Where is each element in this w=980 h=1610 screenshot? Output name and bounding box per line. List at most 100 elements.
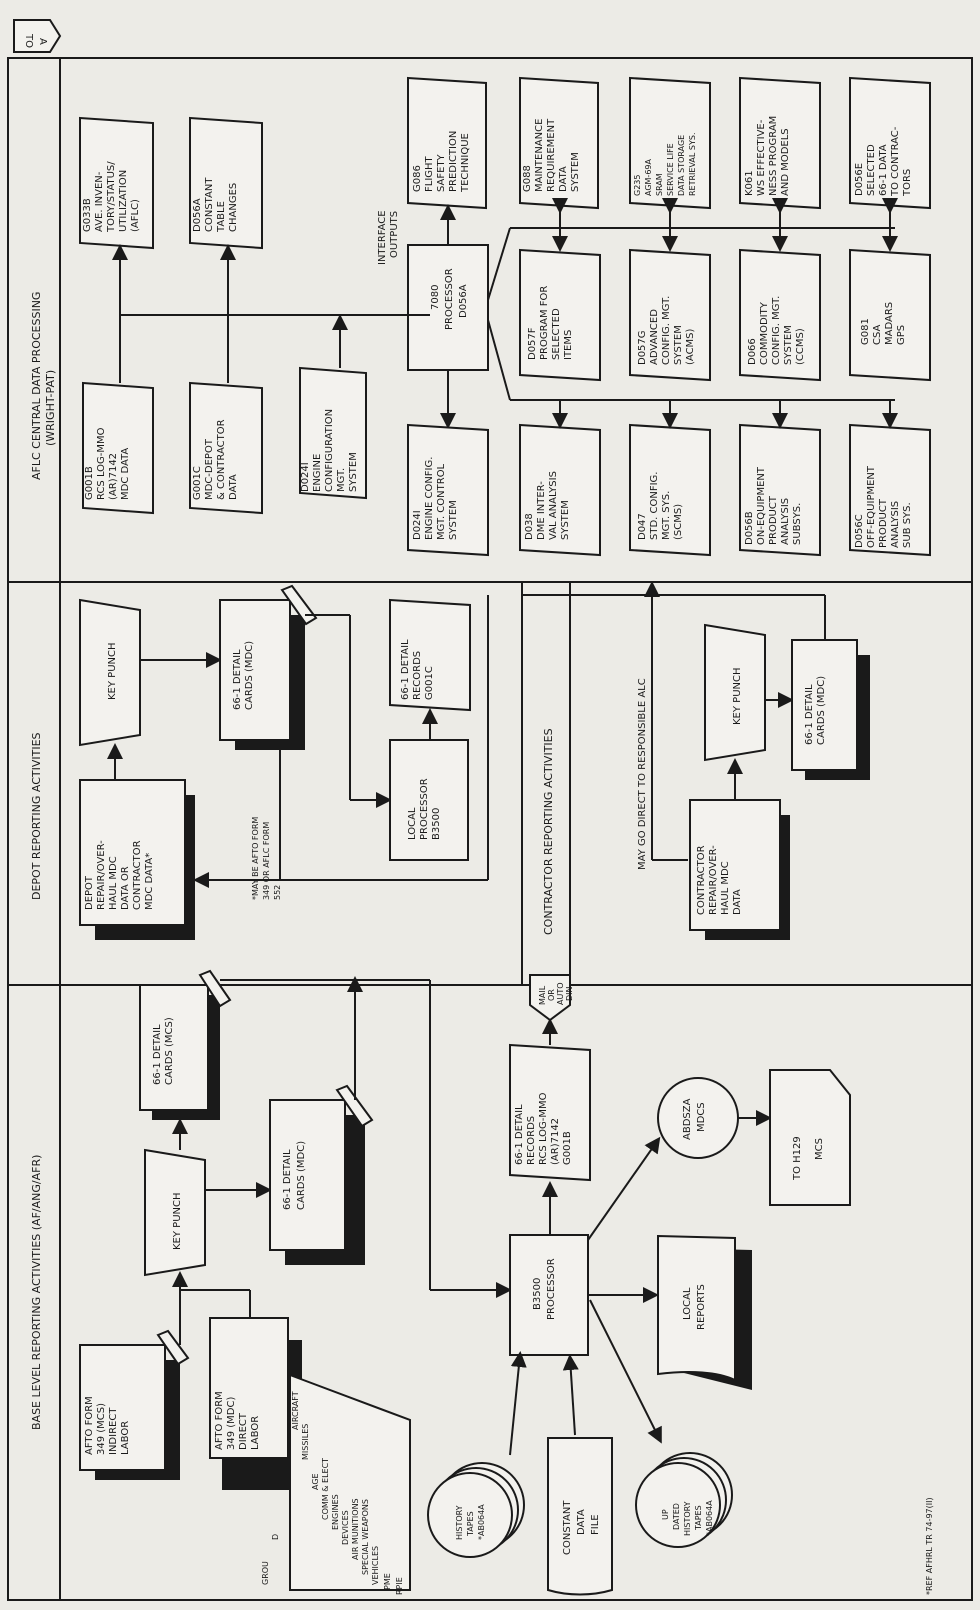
output-d056e: D056E SELECTED 66-1 DATA TO CONTRAC- TOR… xyxy=(849,76,931,210)
depot-cards-deck: 66-1 DETAIL CARDS (MDC) xyxy=(219,584,318,750)
svg-text:LABOR: LABOR xyxy=(120,1421,131,1455)
svg-text:INDIRECT: INDIRECT xyxy=(108,1407,119,1455)
svg-text:UP: UP xyxy=(661,1509,670,1520)
contractor-cards-deck: 66-1 DETAIL CARDS (MDC) xyxy=(791,639,870,780)
base-history-tapes: HISTORY TAPES *AB064A xyxy=(427,1462,525,1558)
svg-text:UTILIZATION: UTILIZATION xyxy=(118,170,129,232)
base-mdcs-disk: ABDSZA MDCS xyxy=(657,1077,739,1159)
depot-data-deck: DEPOT REPAIR/OVER- HAUL MDC DATA OR CONT… xyxy=(79,779,195,940)
svg-text:SELECTED: SELECTED xyxy=(866,144,877,196)
svg-text:ANALYSIS: ANALYSIS xyxy=(780,498,791,545)
svg-text:G001B: G001B xyxy=(84,466,95,500)
svg-text:MADARS: MADARS xyxy=(884,302,895,345)
svg-text:AFTO FORM: AFTO FORM xyxy=(84,1396,95,1455)
svg-text:TECHNIQUE: TECHNIQUE xyxy=(460,133,471,193)
offpage-to: TO xyxy=(23,33,34,48)
svg-text:HAUL MDC: HAUL MDC xyxy=(108,856,119,910)
input-g001b: G001B RCS LOG-MMO (AR)7142 MDC DATA xyxy=(82,381,154,515)
svg-text:SERVICE LIFE: SERVICE LIFE xyxy=(666,143,675,196)
svg-text:KEY PUNCH: KEY PUNCH xyxy=(172,1193,183,1251)
header-contractor: CONTRACTOR REPORTING ACTIVITIES xyxy=(542,728,555,935)
svg-text:66-1 DETAIL: 66-1 DETAIL xyxy=(514,1104,525,1165)
header-depot: DEPOT REPORTING ACTIVITIES xyxy=(30,732,43,900)
base-keypunch: KEY PUNCH xyxy=(144,1148,206,1277)
reference-note: *REF AFHRL TR 74-97(II) xyxy=(925,1497,934,1595)
tab-left-d: D xyxy=(271,1534,280,1540)
svg-text:D047: D047 xyxy=(637,513,648,540)
input-d024i: D024I ENGINE CONFIGURATION MGT. SYSTEM xyxy=(299,366,367,500)
tab-aircraft: AIRCRAFT xyxy=(291,1391,300,1430)
svg-text:MAINTENANCE: MAINTENANCE xyxy=(534,119,545,192)
svg-text:RCS LOG-MMO: RCS LOG-MMO xyxy=(96,427,107,500)
svg-text:OR: OR xyxy=(547,989,556,1001)
svg-text:PRODUCT: PRODUCT xyxy=(768,495,779,545)
svg-text:D038: D038 xyxy=(524,513,535,540)
afto-direct-deck: AFTO FORM 349 (MDC) DIRECT LABOR xyxy=(209,1317,411,1591)
base-processor-b3500: B3500 PROCESSOR xyxy=(509,1234,589,1356)
tab-comm-elect: COMM & ELECT xyxy=(321,1458,330,1520)
svg-text:(CCMS): (CCMS) xyxy=(795,328,806,365)
svg-text:REQUIREMENT: REQUIREMENT xyxy=(546,118,557,192)
output-d047: D047 STD. CONFIG. MGT. SYS. (SCMS) xyxy=(629,423,711,557)
contractor-data-deck: CONTRACTOR REPAIR/OVER- HAUL MDC DATA xyxy=(689,799,790,940)
svg-text:AVE. INVEN-: AVE. INVEN- xyxy=(94,171,105,232)
svg-text:SYSTEM: SYSTEM xyxy=(783,325,794,365)
svg-text:CONFIG. MGT.: CONFIG. MGT. xyxy=(771,296,782,365)
svg-text:PRODUCT: PRODUCT xyxy=(878,498,889,548)
svg-text:D056A: D056A xyxy=(192,198,203,232)
svg-text:SYSTEM: SYSTEM xyxy=(448,500,459,540)
svg-text:KEY PUNCH: KEY PUNCH xyxy=(107,643,118,701)
svg-text:DATA STORAGE: DATA STORAGE xyxy=(677,135,686,196)
depot-local-processor: LOCAL PROCESSOR B3500 xyxy=(389,739,469,861)
svg-text:TAPES: TAPES xyxy=(466,1511,475,1537)
output-d038: D038 DME INTER- VAL ANALYSIS SYSTEM xyxy=(519,423,601,557)
svg-text:G086: G086 xyxy=(412,165,423,192)
svg-text:349 (MCS): 349 (MCS) xyxy=(96,1403,107,1455)
svg-text:REPAIR/OVER-: REPAIR/OVER- xyxy=(96,840,107,910)
svg-text:DME INTER-: DME INTER- xyxy=(536,481,547,540)
svg-text:RECORDS: RECORDS xyxy=(526,1116,537,1165)
output-k061: K061 WS EFFECTIVE- NESS PROGRAM AND MODE… xyxy=(739,76,821,210)
svg-text:AUTO: AUTO xyxy=(556,982,565,1005)
svg-text:RCS LOG-MMO: RCS LOG-MMO xyxy=(538,1092,549,1165)
svg-text:CARDS (MDC): CARDS (MDC) xyxy=(816,676,827,745)
output-d056b: D056B ON-EQUIPMENT PRODUCT ANALYSIS SUBS… xyxy=(739,423,821,557)
svg-text:349 (MDC): 349 (MDC) xyxy=(226,1397,237,1450)
svg-text:PROCESSOR: PROCESSOR xyxy=(419,778,430,840)
svg-text:*AB064A: *AB064A xyxy=(705,1500,714,1536)
svg-text:CONTRACTOR: CONTRACTOR xyxy=(132,840,143,910)
svg-text:*AB064A: *AB064A xyxy=(477,1504,486,1540)
svg-text:SAFETY: SAFETY xyxy=(436,153,447,192)
svg-text:DATA: DATA xyxy=(558,166,569,192)
svg-text:SYSTEM: SYSTEM xyxy=(348,452,359,492)
svg-text:*MAY BE AFTO FORM: *MAY BE AFTO FORM xyxy=(251,817,260,900)
svg-text:D057F: D057F xyxy=(527,327,538,360)
svg-text:STD. CONFIG.: STD. CONFIG. xyxy=(649,472,660,540)
svg-text:FLIGHT: FLIGHT xyxy=(424,155,435,192)
output-g086: G086 FLIGHT SAFETY PREDICTION TECHNIQUE xyxy=(407,76,487,210)
svg-text:CARDS (MCS): CARDS (MCS) xyxy=(164,1017,175,1085)
svg-text:TAPES: TAPES xyxy=(694,1505,703,1531)
svg-text:AGM-69A: AGM-69A xyxy=(644,159,653,197)
svg-text:HISTORY: HISTORY xyxy=(683,1501,692,1536)
svg-text:DIRECT: DIRECT xyxy=(238,1412,249,1450)
svg-text:TO H129: TO H129 xyxy=(792,1136,803,1181)
svg-text:CONFIG. MGT.: CONFIG. MGT. xyxy=(661,296,672,365)
offpage-a: A xyxy=(37,38,48,45)
svg-text:TO CONTRAC-: TO CONTRAC- xyxy=(890,126,901,197)
base-detail-records: 66-1 DETAIL RECORDS RCS LOG-MMO (AR)7142… xyxy=(509,1043,591,1182)
svg-text:RECORDS: RECORDS xyxy=(412,651,423,700)
base-to-h129: TO H129 MCS xyxy=(769,1069,851,1206)
header-central-line2: (WRIGHT-PAT) xyxy=(44,370,57,446)
output-g088: G088 MAINTENANCE REQUIREMENT DATA SYSTEM xyxy=(519,76,599,210)
svg-text:SUBSYS.: SUBSYS. xyxy=(792,503,803,545)
header-central-line1: AFLC CENTRAL DATA PROCESSING xyxy=(30,292,43,480)
svg-text:7080: 7080 xyxy=(430,285,441,310)
tab-pme: PME xyxy=(383,1573,392,1590)
svg-text:LABOR: LABOR xyxy=(250,1416,261,1450)
svg-text:WS EFFECTIVE-: WS EFFECTIVE- xyxy=(756,119,767,196)
output-d024i-control: D024I ENGINE CONFIG. MGT. CONTROL SYSTEM xyxy=(407,423,489,557)
tab-special-weapons: SPECIAL WEAPONS xyxy=(361,1499,370,1575)
svg-text:(AFLC): (AFLC) xyxy=(130,199,141,232)
